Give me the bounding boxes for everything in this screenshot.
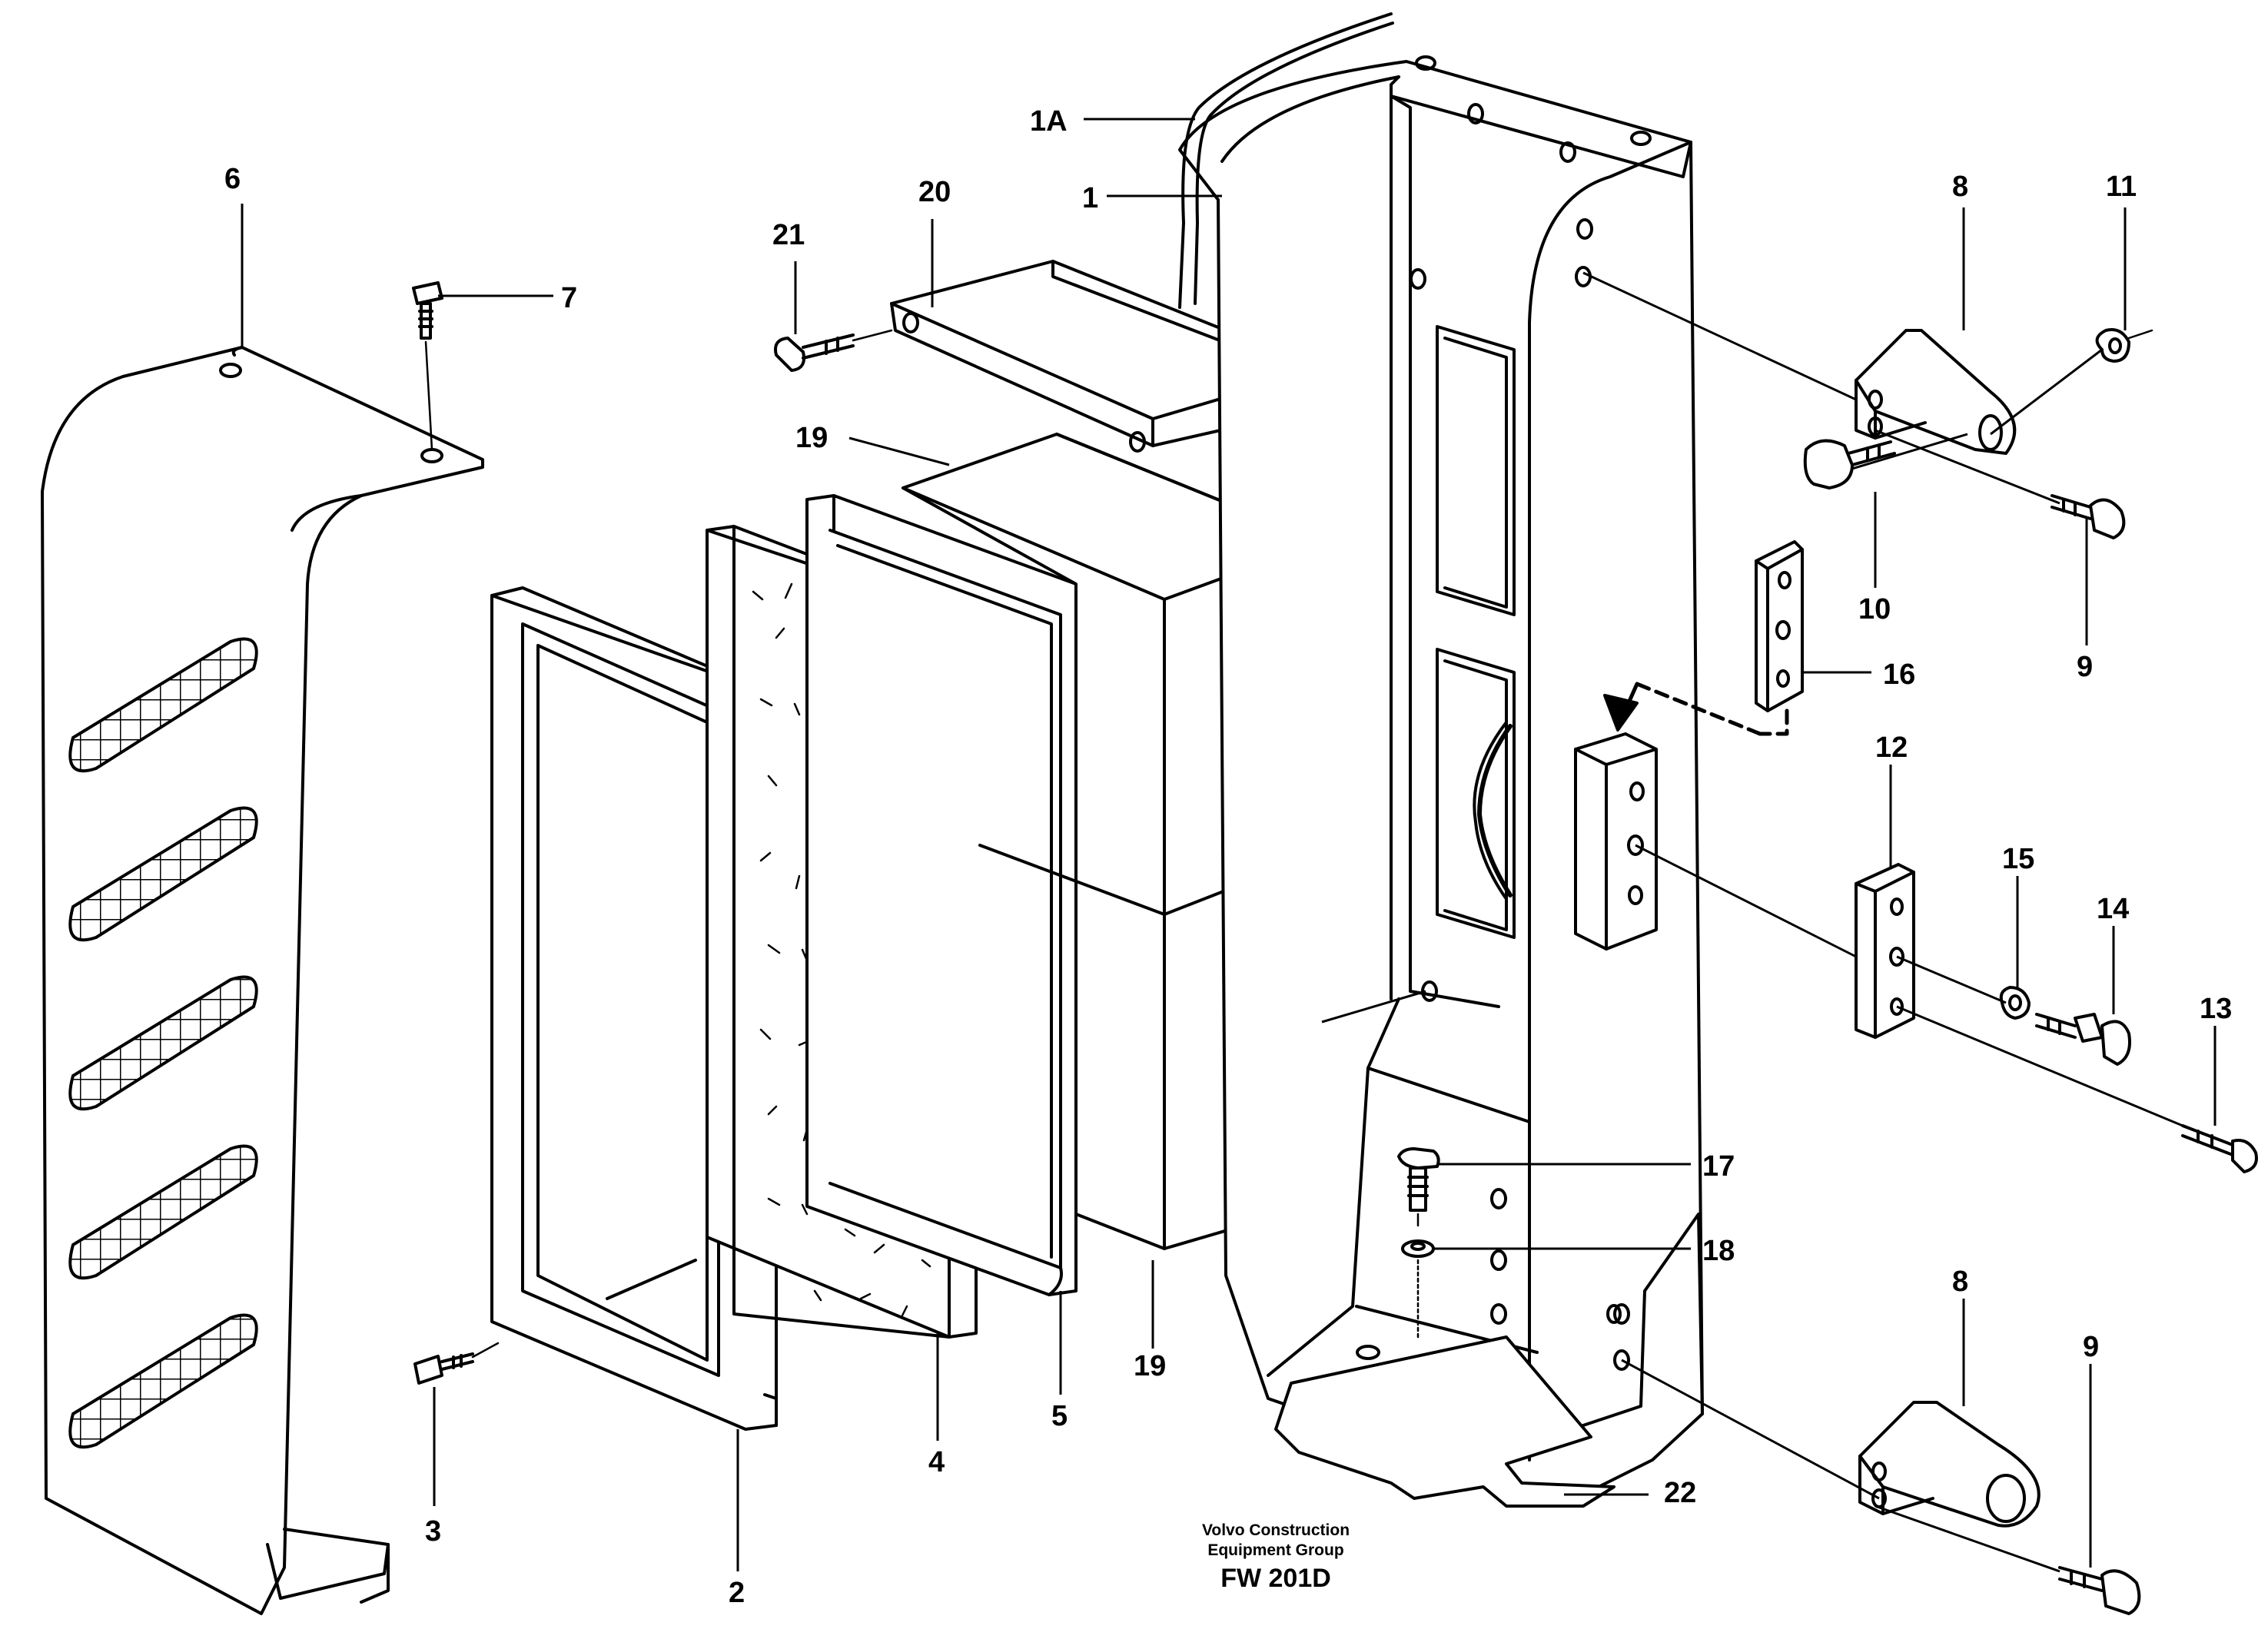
screw-part-13 [2181,1124,2258,1173]
label-19-top: 19 [795,422,828,454]
label-2: 2 [729,1577,745,1609]
washer-part-11 [2095,328,2153,363]
label-11: 11 [2106,171,2137,203]
caption-line-1: Volvo Construction [1202,1521,1350,1539]
publisher-caption: Volvo Construction Equipment Group FW 20… [1202,1521,1350,1593]
label-7: 7 [561,282,577,314]
screw-part-7 [412,281,443,451]
label-12: 12 [1875,732,1908,764]
label-19-bottom: 19 [1134,1350,1166,1382]
hinge-bracket-part-8-lower [1858,1401,2041,1528]
label-15: 15 [2002,843,2034,875]
gasket-part-5 [805,494,1078,1296]
washer-part-15 [1999,986,2031,1020]
leader-lines [241,118,2217,1573]
bolt-part-14 [2035,1013,2131,1066]
clamp-part-16 [1603,540,1804,736]
frame-part-2 [490,586,778,1431]
seal-strip-part-1A [1178,12,1394,309]
label-9-upper: 9 [2077,651,2093,683]
label-14: 14 [2097,893,2129,925]
part-labels: 1A 1 6 7 20 21 19 19 8 11 10 9 16 12 15 … [224,105,2232,1609]
screw-part-21 [774,329,893,372]
hinge-bracket-part-8-upper [1855,329,2017,455]
drawing-code: FW 201D [1220,1564,1331,1593]
label-10: 10 [1858,593,1891,625]
screw-part-17 [1397,1147,1440,1227]
label-6: 6 [224,163,241,195]
label-22: 22 [1664,1477,1696,1509]
bolt-part-9-upper [2050,494,2126,539]
label-5: 5 [1051,1400,1068,1432]
grille-group [68,637,258,1449]
screw-part-3 [413,1342,500,1385]
base-plate-part-22 [1274,1335,1615,1508]
label-1: 1 [1082,182,1098,214]
pin-part-10 [1803,439,1896,489]
label-17: 17 [1702,1150,1735,1183]
bolt-part-9-lower [2058,1566,2141,1615]
label-20: 20 [918,176,951,208]
label-8-lower: 8 [1952,1266,1968,1298]
label-8-upper: 8 [1952,171,1968,203]
label-21: 21 [772,219,805,251]
label-9-lower: 9 [2083,1331,2099,1363]
label-3: 3 [425,1515,441,1548]
plate-part-12 [1855,863,1915,1039]
mount-bracket-on-housing [1574,732,1658,951]
caption-line-2: Equipment Group [1207,1541,1343,1559]
label-16: 16 [1883,659,1915,691]
label-4: 4 [928,1446,945,1478]
side-cover-part-6 [41,346,484,1615]
label-13: 13 [2200,993,2232,1025]
main-housing-part-1 [1178,55,1704,1504]
label-1A: 1A [1030,105,1068,138]
label-18: 18 [1702,1235,1735,1267]
